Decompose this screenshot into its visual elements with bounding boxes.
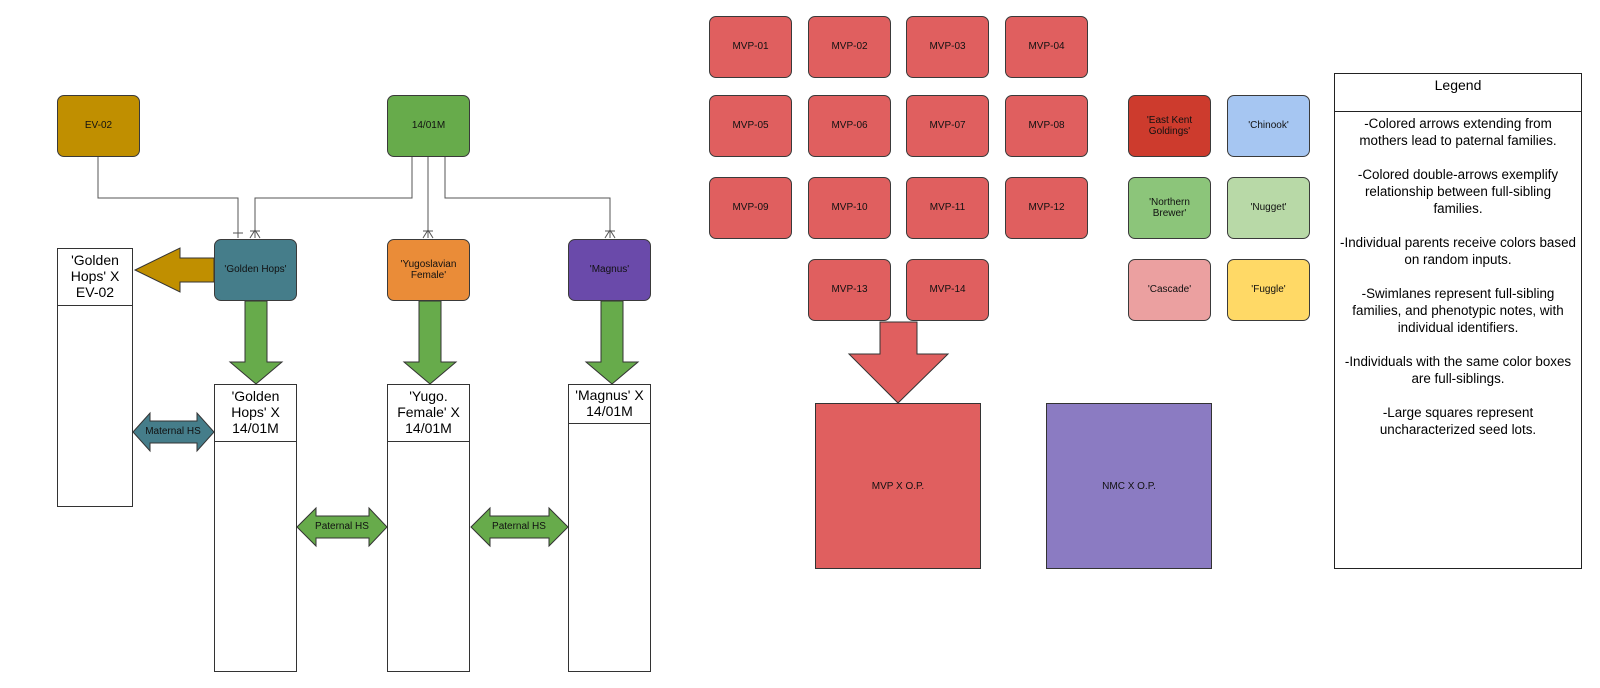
seed-lot-mvp-op[interactable]: MVP X O.P. [815,403,981,569]
swimlane-title: 'Golden Hops' X 14/01M [215,385,296,442]
arrow-mvp-to-seedlot [847,321,950,404]
parent-golden-hops[interactable]: 'Golden Hops' [214,239,297,301]
mvp-node[interactable]: MVP-12 [1005,177,1088,239]
mvp-node[interactable]: MVP-07 [906,95,989,157]
swimlane-magnus-x-1401m[interactable]: 'Magnus' X 14/01M [568,384,651,672]
legend-item: -Colored double-arrows exemplify relatio… [1357,167,1559,216]
arrow-magnus-down [584,300,640,385]
mvp-node[interactable]: MVP-01 [709,16,792,78]
mvp-node[interactable]: MVP-09 [709,177,792,239]
connector-1401-magnus [444,157,611,238]
swimlane-yugo-female-x-1401m[interactable]: 'Yugo. Female' X 14/01M [387,384,470,672]
swimlane-title: 'Golden Hops' X EV-02 [58,249,132,306]
legend-item: -Swimlanes represent full-sibling famili… [1352,286,1564,335]
mvp-node[interactable]: MVP-11 [906,177,989,239]
mvp-node[interactable]: MVP-13 [808,259,891,321]
arrow-golden-hops-to-ev02-lane [133,247,215,293]
paternal-hs-label: Paternal HS [315,521,369,532]
legend-item: -Large squares represent uncharacterized… [1379,405,1537,437]
swimlane-title: 'Yugo. Female' X 14/01M [388,385,469,442]
mvp-node[interactable]: MVP-03 [906,16,989,78]
seed-lot-nmc-op[interactable]: NMC X O.P. [1046,403,1212,569]
legend-box: Legend -Colored arrows extending from mo… [1334,73,1582,569]
swimlane-golden-hops-x-ev02[interactable]: 'Golden Hops' X EV-02 [57,248,133,507]
arrow-golden-hops-down [228,300,284,385]
arrow-yugo-down [402,300,458,385]
paternal-hs-label: Paternal HS [492,521,546,532]
connector-crowfoot [422,229,434,239]
mvp-node[interactable]: MVP-05 [709,95,792,157]
variety-chinook[interactable]: 'Chinook' [1227,95,1310,157]
swimlane-golden-hops-x-1401m[interactable]: 'Golden Hops' X 14/01M [214,384,297,672]
parent-yugoslavian-female[interactable]: 'Yugoslavian Female' [387,239,470,301]
connector-crowfoot [604,229,616,239]
connector-1401-golden-hops [254,157,413,238]
swimlane-title: 'Magnus' X 14/01M [569,385,650,424]
variety-nugget[interactable]: 'Nugget' [1227,177,1310,239]
mvp-node[interactable]: MVP-04 [1005,16,1088,78]
legend-item: -Colored arrows extending from mothers l… [1359,116,1557,148]
connector-crowfoot [249,229,261,239]
connector-ev02-golden-hops [97,157,239,238]
mvp-node[interactable]: MVP-06 [808,95,891,157]
legend-title: Legend [1335,74,1581,112]
variety-cascade[interactable]: 'Cascade' [1128,259,1211,321]
mvp-node[interactable]: MVP-10 [808,177,891,239]
parent-magnus[interactable]: 'Magnus' [568,239,651,301]
variety-east-kent-goldings[interactable]: 'East Kent Goldings' [1128,95,1211,157]
parent-ev02[interactable]: EV-02 [57,95,140,157]
mvp-node[interactable]: MVP-14 [906,259,989,321]
variety-northern-brewer[interactable]: 'Northern Brewer' [1128,177,1211,239]
legend-item: -Individual parents receive colors based… [1340,235,1576,267]
mvp-node[interactable]: MVP-02 [808,16,891,78]
parent-1401m[interactable]: 14/01M [387,95,470,157]
legend-item: -Individuals with the same color boxes a… [1344,354,1572,386]
legend-body: -Colored arrows extending from mothers l… [1339,115,1577,455]
variety-fuggle[interactable]: 'Fuggle' [1227,259,1310,321]
mvp-node[interactable]: MVP-08 [1005,95,1088,157]
maternal-hs-label: Maternal HS [145,426,201,437]
